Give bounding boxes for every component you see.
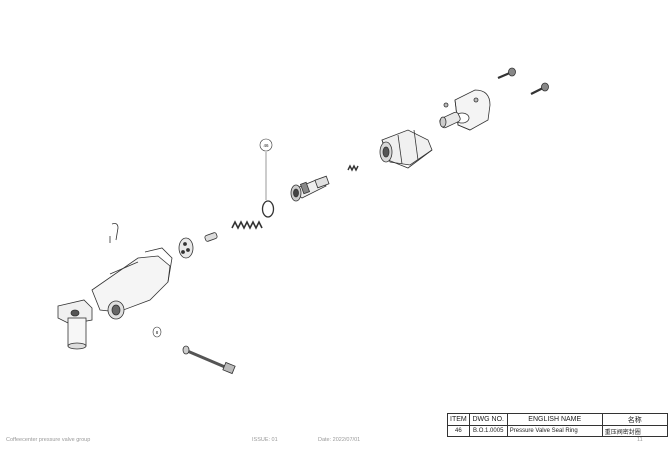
bom-chinese: 重压阀密封圈 [601, 425, 668, 437]
bom-header-dwg: DWG NO. [468, 413, 508, 426]
pin-part [204, 232, 218, 242]
screw-part-2 [530, 82, 549, 95]
bom-item: 46 [447, 425, 470, 437]
drain-rod-part [182, 345, 236, 375]
valve-stem-part [290, 175, 330, 202]
bom-dwg: B.O.1.0005 [468, 425, 508, 437]
callout-balloon-46-label: 46 [263, 143, 269, 148]
bom-header-row: ITEM DWG NO. ENGLISH NAME 名称 [447, 413, 668, 426]
bom-row: 46 B.O.1.0005 Pressure Valve Seal Ring 重… [447, 425, 668, 437]
footer-date: Date: 2022/07/01 [318, 437, 361, 443]
valve-disc-part [178, 237, 194, 259]
bom-header-chinese: 名称 [601, 413, 668, 426]
footer-issue: ISSUE: 01 [252, 437, 278, 443]
valve-housing-part [379, 129, 433, 169]
bom-english: Pressure Valve Seal Ring [506, 425, 603, 437]
callout-balloon-46 [259, 138, 273, 152]
footer-page: 11 [637, 437, 643, 443]
bom-header-english: ENGLISH NAME [506, 413, 603, 426]
seal-ring-part-46 [261, 152, 275, 218]
footer-title: Coffeecenter pressure valve group [6, 437, 91, 443]
clip-part [109, 223, 119, 243]
bom-table: ITEM DWG NO. ENGLISH NAME 名称 46 B.O.1.00… [447, 413, 668, 437]
bom-header-item: ITEM [447, 413, 470, 426]
callout-side-note-label: 8 [156, 330, 159, 335]
callout-side-note [152, 326, 162, 338]
valve-body-part [57, 247, 173, 350]
valve-flange-part [439, 89, 491, 131]
small-spring-part [347, 164, 359, 172]
spring-part [231, 220, 263, 230]
screw-part-1 [497, 67, 516, 80]
